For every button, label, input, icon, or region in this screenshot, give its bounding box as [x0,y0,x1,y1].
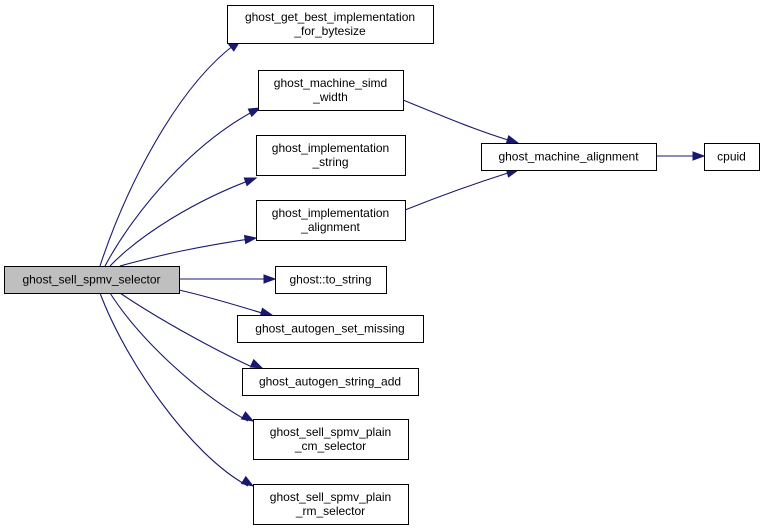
edge-simd_width-to-machine_alignment [402,99,520,144]
node-label: ghost_sell_spmv_plain [270,425,391,439]
node-label: ghost_implementation [272,206,389,220]
edge-impl_alignment-to-machine_alignment [404,168,520,211]
edge-root-to-string_add [119,292,264,369]
arrowhead-icon [247,107,262,118]
arrowhead-icon [240,411,255,422]
node-rm-selector[interactable]: ghost_sell_spmv_plain_rm_selector [253,484,409,525]
edge-line [99,292,249,487]
edge-root-to-cm_selector [109,292,255,422]
node-label: ghost_autogen_set_missing [255,322,404,336]
node-cpuid[interactable]: cpuid [704,143,760,171]
node-set-missing[interactable]: ghost_autogen_set_missing [237,315,424,343]
node-label: _for_bytesize [293,24,366,38]
edge-machine_alignment-to-cpuid [656,151,706,161]
node-label: ghost_machine_simd [274,76,387,90]
node-label: ghost_autogen_string_add [259,375,401,389]
node-impl-alignment[interactable]: ghost_implementation_alignment [256,200,406,241]
node-cm-selector[interactable]: ghost_sell_spmv_plain_cm_selector [253,419,409,460]
edge-root-to-best_impl [99,40,242,267]
node-box [704,143,760,171]
arrowhead-icon [263,274,277,284]
edge-root-to-impl_alignment [119,234,258,267]
edge-root-to-rm_selector [99,292,255,487]
arrowhead-icon [243,177,258,187]
node-simd-width[interactable]: ghost_machine_simd_width [258,70,404,111]
edge-line [404,172,509,211]
edge-line [99,44,235,267]
node-label: _alignment [300,220,360,234]
edge-line [402,99,509,141]
root-node[interactable]: ghost_sell_spmv_selector [4,266,180,294]
node-string-add[interactable]: ghost_autogen_string_add [242,368,419,396]
arrowhead-icon [240,475,255,487]
arrowhead-icon [249,358,264,369]
node-label: _string [311,155,348,169]
edge-root-to-simd_width [104,107,262,267]
node-label: ghost::to_string [289,273,371,287]
node-box [4,266,180,294]
node-box [256,135,406,176]
arrowhead-icon [243,234,258,245]
node-label: ghost_sell_spmv_plain [270,490,391,504]
node-box [258,70,404,111]
node-label: _cm_selector [294,439,366,453]
node-box [256,200,406,241]
node-box [242,368,419,396]
node-label: _width [312,90,348,104]
node-to-string[interactable]: ghost::to_string [275,266,387,294]
edge-root-to-set_missing [178,289,274,317]
node-box [481,143,657,171]
node-label: ghost_machine_alignment [498,150,639,164]
node-label: cpuid [717,150,746,164]
node-box [237,315,424,343]
edge-root-to-impl_string [109,177,258,267]
edge-line [178,289,263,314]
edge-line [109,292,249,422]
node-box [253,484,409,525]
edge-line [109,177,257,267]
node-box [253,419,409,460]
node-box [275,266,387,294]
node-label: ghost_sell_spmv_selector [22,273,160,287]
edge-line [119,237,257,267]
node-label: ghost_implementation [272,141,389,155]
node-label: _rm_selector [295,504,365,518]
arrowhead-icon [692,151,706,161]
node-label: ghost_get_best_implementation [245,10,415,24]
node-box [227,5,434,44]
edge-line [119,292,251,367]
node-impl-string[interactable]: ghost_implementation_string [256,135,406,176]
edge-line [104,107,261,267]
edge-root-to-to_string [179,274,277,284]
node-machine-alignment[interactable]: ghost_machine_alignment [481,143,657,171]
node-best-impl[interactable]: ghost_get_best_implementation_for_bytesi… [227,5,434,44]
